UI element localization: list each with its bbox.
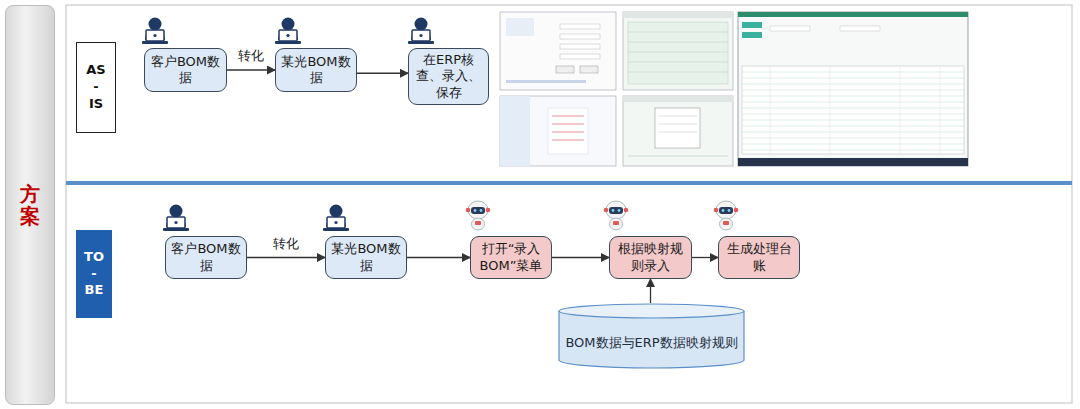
process-box: 客户BOM数据 (165, 236, 247, 279)
flow-arrow (692, 257, 718, 258)
node-text: BOM数据与ERP数据映射规则 (565, 335, 737, 351)
person-icon (408, 18, 434, 45)
flow-arrow (247, 257, 325, 258)
text-holder: 某光BOM数据 (281, 54, 351, 87)
main-panel (66, 5, 1072, 403)
text-holder: 某光BOM数据 (331, 241, 401, 274)
text-holder: BOM数据与ERP数据映射规则 (565, 335, 737, 351)
robot-step-box: 打开“录入BOM”菜单 (470, 236, 552, 279)
flow-arrow (552, 257, 609, 258)
person-icon (142, 18, 168, 45)
section-band: 方案 (5, 5, 55, 405)
robot-icon (714, 201, 739, 230)
person-icon (163, 205, 189, 232)
flow-arrow (357, 73, 408, 74)
edge-label: 转化 (271, 235, 301, 253)
node-text: 某光BOM数据 (281, 54, 351, 87)
text-holder: 方案 (20, 183, 40, 227)
text-holder: 打开“录入BOM”菜单 (476, 241, 546, 274)
text-holder: TO - BE (82, 249, 106, 300)
process-box: 客户BOM数据 (144, 48, 227, 92)
flow-arrow (227, 69, 275, 70)
text-holder: 在ERP核查、录入、保存 (414, 52, 483, 101)
database-cylinder: BOM数据与ERP数据映射规则 (558, 303, 745, 369)
text-holder: AS - IS (84, 62, 108, 113)
text-holder: 客户BOM数据 (171, 241, 241, 274)
phase-tag: AS - IS (76, 42, 116, 133)
node-text: 方案 (20, 183, 40, 227)
divider-line (66, 181, 1072, 185)
node-text: AS - IS (84, 62, 108, 113)
flow-arrow (650, 279, 651, 303)
robot-icon (466, 201, 491, 230)
flow-arrow (407, 257, 470, 258)
node-text: 客户BOM数据 (150, 54, 221, 87)
process-box: 在ERP核查、录入、保存 (408, 48, 489, 105)
node-text: 打开“录入BOM”菜单 (476, 241, 546, 274)
robot-step-box: 根据映射规则录入 (609, 236, 692, 279)
process-box: 某光BOM数据 (275, 48, 357, 92)
node-text: 在ERP核查、录入、保存 (414, 52, 483, 101)
edge-label: 转化 (236, 47, 266, 65)
screenshot (500, 12, 616, 90)
text-holder: 根据映射规则录入 (615, 241, 686, 274)
person-icon (323, 205, 349, 232)
screenshot (500, 96, 616, 166)
node-text: 某光BOM数据 (331, 241, 401, 274)
phase-tag: TO - BE (76, 230, 112, 318)
person-icon (275, 18, 301, 45)
node-text: TO - BE (82, 249, 106, 300)
screenshot (738, 12, 968, 166)
text-holder: 客户BOM数据 (150, 54, 221, 87)
process-box: 某光BOM数据 (325, 236, 407, 279)
text-holder: 生成处理台账 (724, 241, 794, 274)
node-text: 生成处理台账 (724, 241, 794, 274)
screenshot (623, 12, 733, 90)
node-text: 根据映射规则录入 (615, 241, 686, 274)
node-text: 客户BOM数据 (171, 241, 241, 274)
screenshot (623, 96, 733, 166)
robot-icon (604, 201, 629, 230)
robot-step-box: 生成处理台账 (718, 236, 800, 279)
